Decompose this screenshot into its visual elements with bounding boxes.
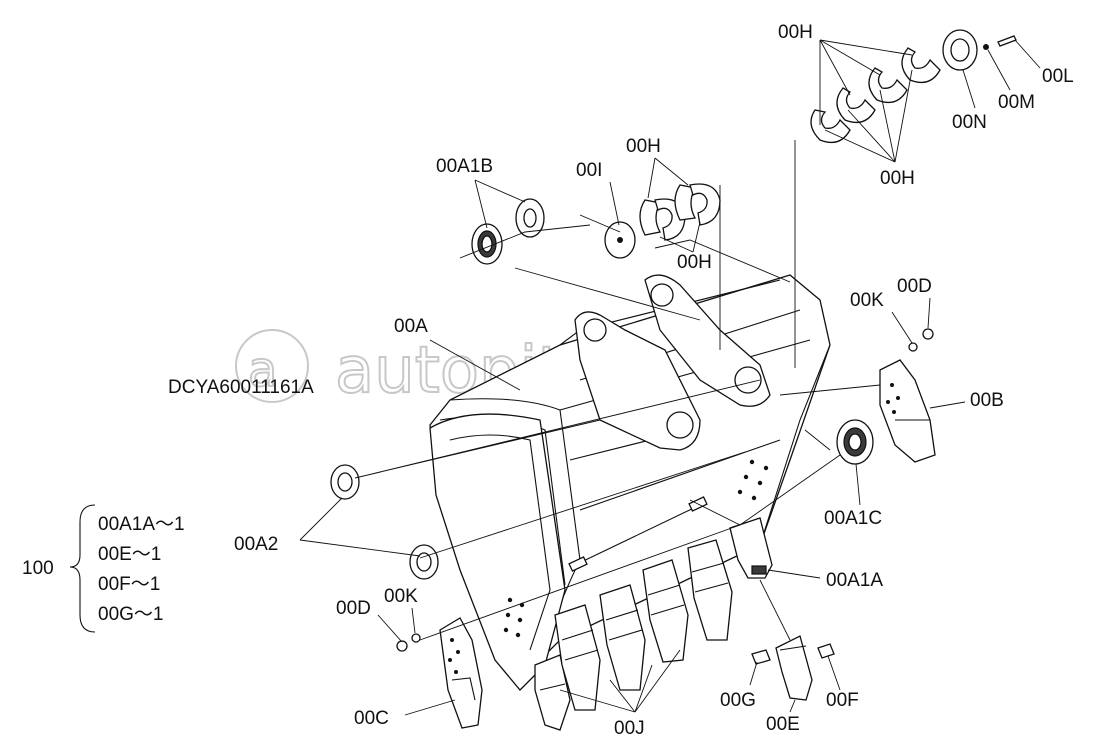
svg-text:a: a: [248, 342, 277, 398]
label-00A: 00A: [394, 316, 428, 337]
bucket-body: [429, 274, 831, 691]
label-00D-left: 00D: [336, 598, 371, 619]
label-00K-right: 00K: [850, 290, 884, 311]
assembly-note: 100 00A1A～1 00E～1 00F～1 00G～1: [22, 514, 185, 625]
drawing-code: DCYA60011161A: [168, 377, 314, 398]
bucket-teeth: [534, 517, 835, 731]
label-00A1C: 00A1C: [824, 508, 882, 529]
shims-and-bushings: [330, 29, 1017, 652]
label-00H-right: 00H: [880, 168, 915, 189]
label-00M: 00M: [998, 92, 1035, 113]
label-00I: 00I: [576, 160, 602, 181]
label-00C: 00C: [354, 708, 389, 729]
label-00B: 00B: [970, 390, 1004, 411]
assembly-item: 00E～1: [98, 544, 161, 565]
assembly-item: 00F～1: [98, 574, 160, 595]
label-00H-low: 00H: [677, 252, 712, 273]
leader-lines: [69, 39, 1041, 716]
label-00N: 00N: [952, 112, 987, 133]
assembly-number: 100: [22, 558, 54, 579]
label-00E: 00E: [766, 714, 800, 735]
side-cutters: [439, 359, 936, 729]
assembly-item: 00A1A～1: [98, 514, 185, 535]
label-00A1B: 00A1B: [436, 156, 493, 177]
label-00J: 00J: [614, 718, 645, 739]
label-00A1A: 00A1A: [826, 570, 883, 591]
label-00D-right: 00D: [897, 276, 932, 297]
label-00H-top: 00H: [778, 22, 813, 43]
label-00K-left: 00K: [384, 586, 418, 607]
label-00H-mid: 00H: [626, 136, 661, 157]
label-00A2: 00A2: [234, 534, 278, 555]
assembly-item: 00G～1: [98, 604, 163, 625]
label-00F: 00F: [826, 690, 859, 711]
part-labels: 00H 00L 00M 00N 00H 00A1B 00I 00H 00H 00…: [168, 22, 1074, 739]
label-00G: 00G: [720, 690, 756, 711]
label-00L: 00L: [1042, 66, 1074, 87]
